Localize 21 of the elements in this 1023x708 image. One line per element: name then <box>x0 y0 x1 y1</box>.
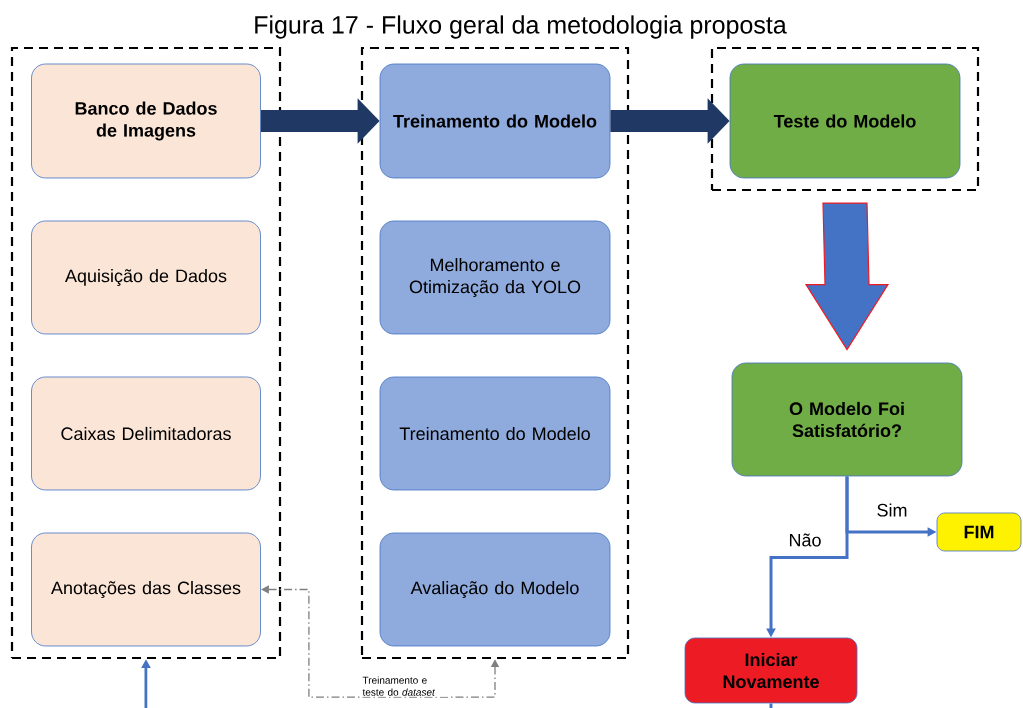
process-box: Melhoramento e Otimização da YOLO <box>379 220 611 335</box>
edge-label: Sim <box>875 502 909 518</box>
dashed-group-frame <box>710 46 980 192</box>
process-box: Iniciar Novamente <box>684 637 858 704</box>
dashed-group-frame <box>10 46 282 660</box>
process-box: Treinamento do Modelo <box>379 376 611 491</box>
figure-title: Figura 17 - Fluxo geral da metodologia proposta <box>255 15 787 39</box>
connector-line <box>769 703 773 708</box>
process-box: Avaliação do Modelo <box>379 532 611 647</box>
process-box: O Modelo Foi Satisfatório? <box>731 362 963 477</box>
dashed-group-frame <box>360 46 630 660</box>
process-box: Treinamento do Modelo <box>379 63 611 179</box>
end-box: FIM <box>936 512 1022 552</box>
process-box: Anotações das Classes <box>31 532 261 647</box>
block-arrow <box>804 202 890 351</box>
process-box: Caixas Delimitadoras <box>31 376 261 491</box>
process-box: Aquisição de Dados <box>31 220 261 335</box>
edge-label: Treinamento e teste do dataset <box>361 675 449 697</box>
edge-label: Não <box>787 532 823 548</box>
process-box: Teste do Modelo <box>729 63 961 179</box>
process-box: Banco de Dados de Imagens <box>31 63 261 179</box>
